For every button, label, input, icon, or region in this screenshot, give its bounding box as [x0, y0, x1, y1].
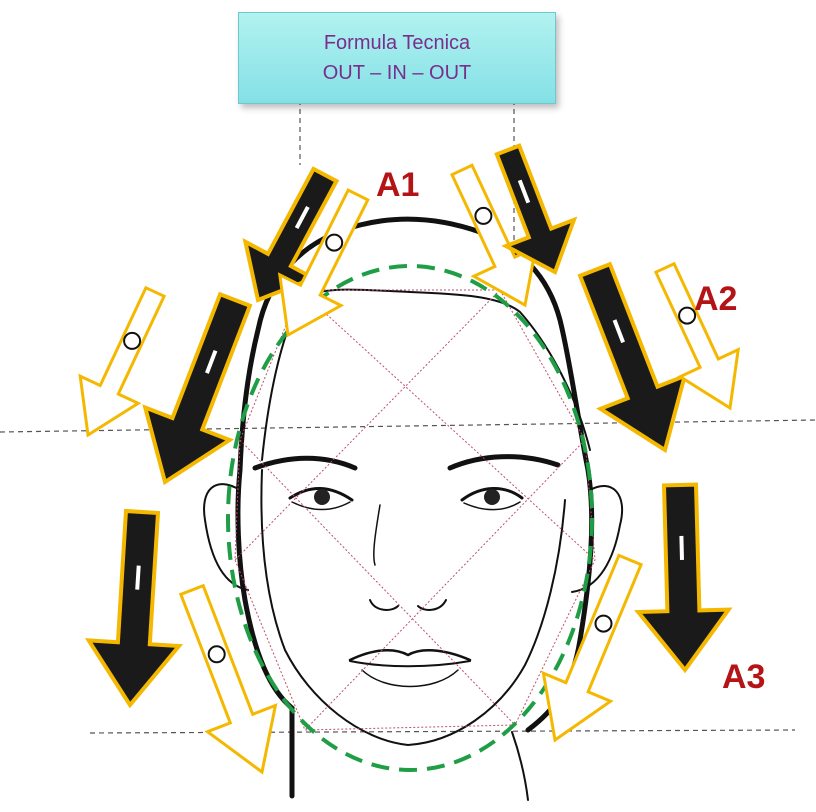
hairline	[299, 288, 591, 451]
construction-diag-4	[304, 439, 586, 731]
brow-left	[252, 455, 358, 471]
dash-mark-11	[679, 535, 684, 560]
hair-outline	[235, 216, 595, 799]
dash-mark-1	[294, 205, 310, 230]
head-drawing	[203, 216, 623, 801]
mouth-lower	[361, 669, 459, 688]
solid-arrow-9	[84, 508, 184, 709]
eye-right-lid	[460, 487, 524, 502]
solid-arrow-11	[634, 482, 733, 674]
dash-mark-7	[612, 319, 625, 344]
mouth-line	[349, 660, 471, 668]
construction-diag-1	[299, 289, 596, 561]
construction-hexagon	[234, 289, 596, 731]
face-oval-guide	[226, 264, 594, 772]
circle-mark-2	[325, 233, 344, 252]
guide-horizontal-top	[0, 419, 816, 433]
outline-arrow-2	[277, 188, 370, 338]
mouth-upper	[348, 649, 472, 662]
outline-arrow-10	[178, 583, 278, 775]
guide-horizontal-bottom	[89, 729, 796, 734]
eye-right-lower	[463, 501, 521, 511]
a2-label: A2	[694, 280, 738, 318]
eye-left-lid	[288, 487, 354, 502]
dash-mark-9	[135, 565, 141, 590]
outline-arrow-8	[653, 261, 741, 411]
outline-arrow-5	[78, 285, 167, 438]
eye-left-iris	[314, 489, 330, 505]
formula-title-line2: OUT – IN – OUT	[322, 62, 472, 84]
eye-right-iris	[484, 489, 500, 505]
formula-title-line1: Formula Tecnica	[323, 32, 471, 54]
dash-mark-6	[205, 349, 218, 374]
formula-title-box: Formula Tecnica OUT – IN – OUT	[238, 12, 556, 104]
circle-mark-12	[594, 614, 613, 633]
dash-mark-4	[517, 179, 531, 204]
outline-arrow-12	[541, 553, 644, 743]
construction-diag-2	[234, 289, 501, 561]
construction-diag-3	[239, 439, 516, 726]
arrow-group	[78, 143, 741, 775]
face-jaw	[260, 469, 566, 747]
solid-arrow-7	[577, 261, 688, 454]
solid-arrow-4	[494, 143, 578, 275]
circle-mark-10	[207, 645, 226, 664]
ear-left	[203, 483, 249, 591]
ear-right	[571, 485, 623, 593]
nose-base	[369, 599, 447, 611]
circle-mark-5	[123, 331, 142, 350]
eye-left-lower	[291, 501, 351, 511]
circle-mark-8	[678, 306, 697, 325]
neck-right	[511, 731, 529, 801]
circle-mark-3	[474, 206, 493, 225]
outline-arrow-3	[450, 163, 538, 308]
a3-label: A3	[722, 658, 766, 696]
brow-right	[447, 454, 561, 471]
solid-arrow-6	[142, 291, 253, 486]
a1-label: A1	[376, 166, 420, 204]
nose-bridge-left	[373, 504, 381, 566]
construction-lines	[234, 289, 596, 731]
eye-irises	[314, 489, 500, 505]
